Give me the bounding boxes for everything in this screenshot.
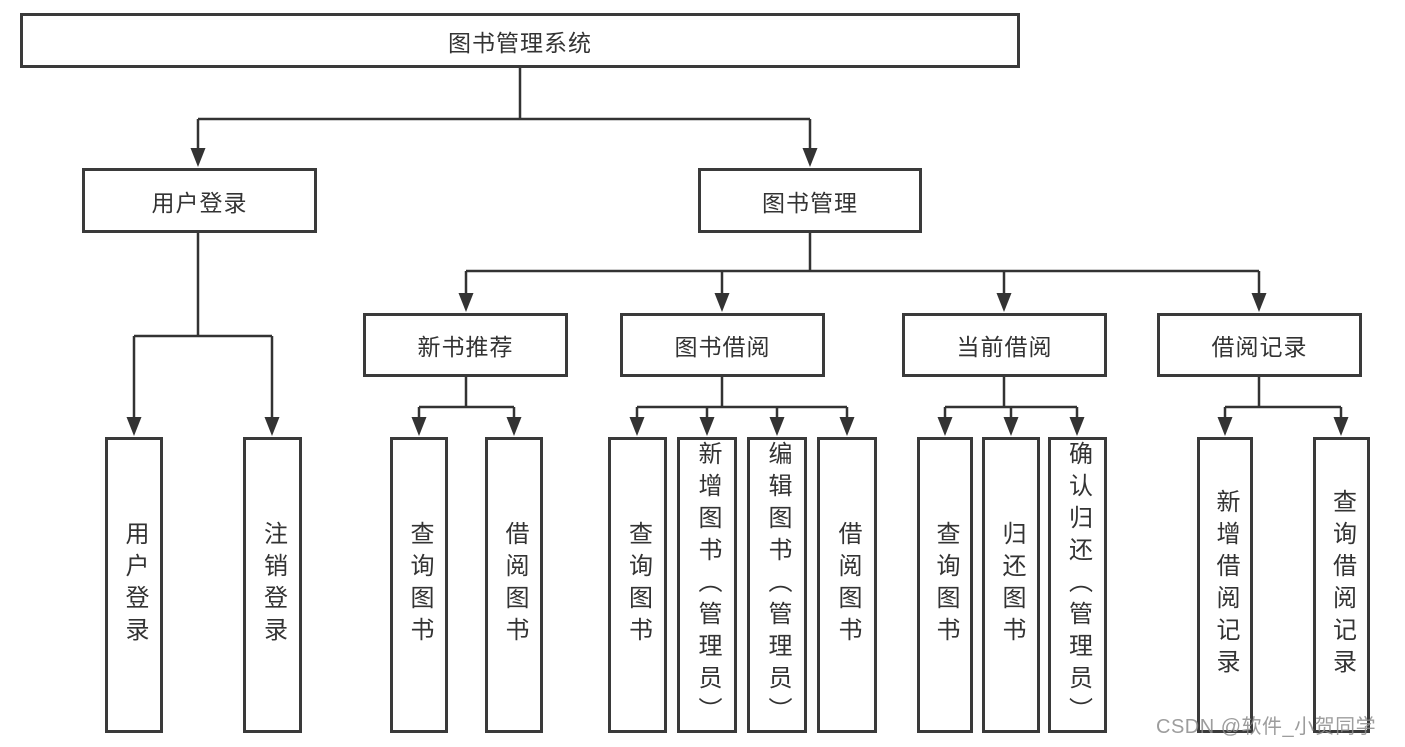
leaf-borrow-books-borrow: 借阅图书 <box>817 437 877 733</box>
leaf-query-books-current: 查询图书 <box>917 437 973 733</box>
watermark: CSDN @软件_小贺同学 <box>1156 716 1377 738</box>
leaf-add-borrow-record: 新增借阅记录 <box>1197 437 1253 733</box>
node-borrow-records: 借阅记录 <box>1157 313 1362 377</box>
leaf-return-book: 归还图书 <box>982 437 1040 733</box>
leaf-user-login: 用户登录 <box>105 437 163 733</box>
leaf-query-books-borrow: 查询图书 <box>608 437 667 733</box>
connector-paths <box>132 67 1343 419</box>
node-book-mgmt: 图书管理 <box>698 168 922 233</box>
arrowheads <box>126 148 1349 436</box>
node-borrow-records-label: 借阅记录 <box>1211 334 1308 360</box>
leaf-add-book-admin: 新增图书（管理员） <box>677 437 737 733</box>
node-new-book-recommend: 新书推荐 <box>363 313 568 377</box>
leaf-logout: 注销登录 <box>243 437 302 733</box>
node-current-borrow: 当前借阅 <box>902 313 1107 377</box>
node-root: 图书管理系统 <box>20 13 1020 68</box>
leaf-query-books-recommend: 查询图书 <box>390 437 448 733</box>
leaf-edit-book-admin: 编辑图书（管理员） <box>747 437 807 733</box>
node-current-borrow-label: 当前借阅 <box>956 334 1053 360</box>
node-root-label: 图书管理系统 <box>448 29 592 56</box>
node-new-book-recommend-label: 新书推荐 <box>417 334 514 360</box>
node-user-login-label: 用户登录 <box>151 189 248 216</box>
node-book-borrow-label: 图书借阅 <box>674 334 771 360</box>
node-book-mgmt-label: 图书管理 <box>762 189 858 216</box>
node-user-login: 用户登录 <box>82 168 317 233</box>
leaf-borrow-books-recommend: 借阅图书 <box>485 437 543 733</box>
node-book-borrow: 图书借阅 <box>620 313 825 377</box>
leaf-query-borrow-record: 查询借阅记录 <box>1313 437 1370 733</box>
leaf-confirm-return-admin: 确认归还（管理员） <box>1048 437 1107 733</box>
